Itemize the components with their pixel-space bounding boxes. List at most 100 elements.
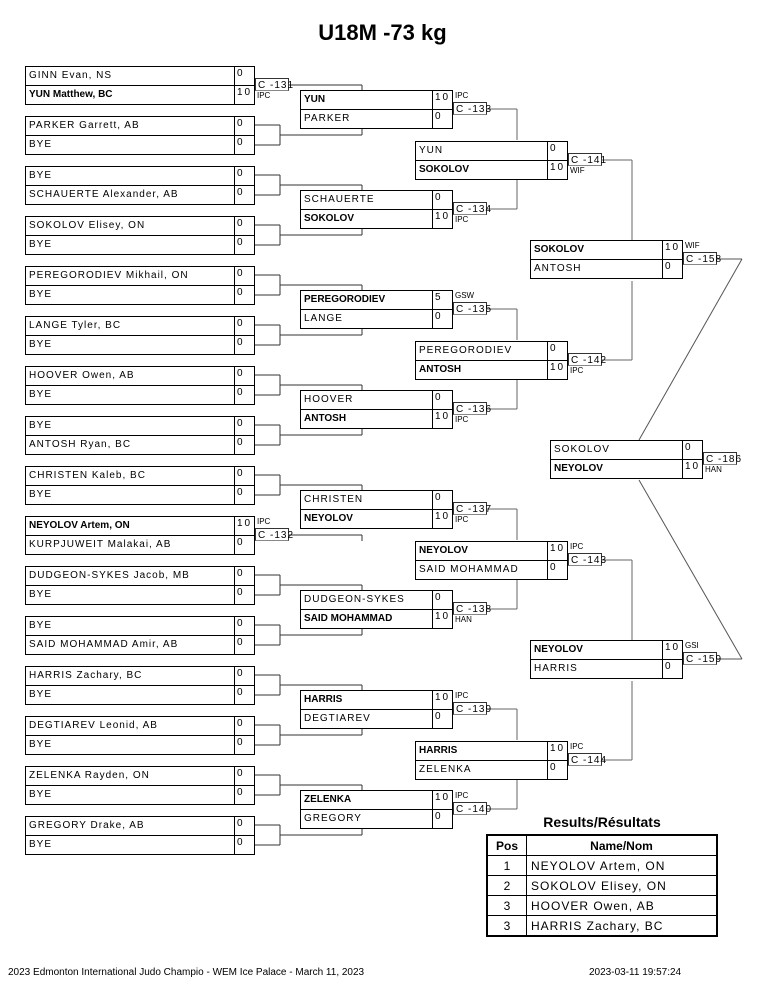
competitor-name: BYE bbox=[29, 589, 53, 600]
competitor-score: 0 bbox=[234, 617, 254, 635]
competitor-score: 0 bbox=[662, 260, 682, 279]
competitor-score: 0 bbox=[432, 191, 452, 209]
competitor-score: 10 bbox=[432, 210, 452, 229]
connector-line bbox=[638, 258, 743, 441]
win-code: WIF bbox=[685, 241, 700, 250]
competitor-score: 0 bbox=[234, 117, 254, 135]
competitor-score: 0 bbox=[432, 491, 452, 509]
competitor-name: ZELENKA Rayden, ON bbox=[29, 770, 150, 781]
competitor-score: 10 bbox=[432, 91, 452, 109]
competitor-name: SAID MOHAMMAD bbox=[419, 564, 519, 575]
contest-number: C -138 bbox=[453, 602, 491, 615]
competitor-name: PARKER Garrett, AB bbox=[29, 120, 140, 131]
competitor-name: YUN Matthew, BC bbox=[29, 89, 113, 100]
competitor-row: BYE 0 bbox=[26, 686, 254, 705]
competitor-score: 0 bbox=[432, 810, 452, 829]
competitor-score: 10 bbox=[662, 241, 682, 259]
competitor-name: YUN bbox=[419, 145, 444, 156]
competitor-name: DUDGEON-SYKES Jacob, MB bbox=[29, 570, 190, 581]
competitor-name: HARRIS bbox=[534, 663, 578, 674]
competitor-row: PEREGORODIEV 5 bbox=[301, 291, 452, 310]
competitor-score: 0 bbox=[432, 591, 452, 609]
competitor-score: 10 bbox=[662, 641, 682, 659]
results-row: 3 HOOVER Owen, AB bbox=[486, 895, 718, 916]
contest-number: C -141 bbox=[568, 153, 606, 166]
competitor-score: 10 bbox=[432, 691, 452, 709]
contest-number: C -131 bbox=[255, 78, 293, 91]
competitor-name: DUDGEON-SYKES bbox=[304, 594, 405, 605]
competitor-name: ZELENKA bbox=[304, 794, 352, 805]
contest-number: C -159 bbox=[683, 652, 721, 665]
competitor-name: BYE bbox=[29, 420, 53, 431]
competitor-score: 10 bbox=[234, 517, 254, 535]
competitor-name: BYE bbox=[29, 689, 53, 700]
competitor-name: SAID MOHAMMAD bbox=[304, 613, 393, 624]
competitor-score: 0 bbox=[662, 660, 682, 679]
competitor-score: 0 bbox=[234, 267, 254, 285]
competitor-score: 0 bbox=[547, 761, 567, 780]
competitor-score: 0 bbox=[234, 67, 254, 85]
results-pos: 1 bbox=[486, 855, 527, 876]
competitor-score: 0 bbox=[432, 710, 452, 729]
competitor-row: SCHAUERTE 0 bbox=[301, 191, 452, 210]
win-code: IPC bbox=[257, 91, 271, 100]
competitor-score: 0 bbox=[234, 386, 254, 405]
competitor-name: DEGTIAREV bbox=[304, 713, 371, 724]
competitor-name: HARRIS Zachary, BC bbox=[29, 670, 143, 681]
competitor-name: BYE bbox=[29, 620, 53, 631]
contest-number: C -134 bbox=[453, 202, 491, 215]
competitor-score: 5 bbox=[432, 291, 452, 309]
win-code: HAN bbox=[705, 465, 722, 474]
competitor-score: 10 bbox=[547, 542, 567, 560]
footer-event: 2023 Edmonton International Judo Champio… bbox=[8, 967, 365, 978]
competitor-name: SCHAUERTE bbox=[304, 194, 375, 205]
competitor-name: SOKOLOV bbox=[554, 444, 610, 455]
competitor-name: NEYOLOV bbox=[419, 545, 468, 556]
results-header-name: Name/Nom bbox=[526, 834, 718, 856]
competitor-name: DEGTIAREV Leonid, AB bbox=[29, 720, 158, 731]
competitor-score: 10 bbox=[547, 161, 567, 180]
competitor-score: 10 bbox=[682, 460, 702, 479]
competitor-name: PEREGORODIEV bbox=[304, 294, 386, 305]
competitor-score: 0 bbox=[234, 686, 254, 705]
competitor-name: SOKOLOV bbox=[304, 213, 355, 224]
results-name: HOOVER Owen, AB bbox=[526, 895, 718, 916]
results-pos: 2 bbox=[486, 875, 527, 896]
contest-number: C -135 bbox=[453, 302, 491, 315]
competitor-name: PEREGORODIEV bbox=[419, 345, 513, 356]
competitor-name: NEYOLOV bbox=[554, 463, 603, 474]
competitor-name: NEYOLOV Artem, ON bbox=[29, 520, 130, 531]
competitor-name: PEREGORODIEV Mikhail, ON bbox=[29, 270, 189, 281]
results-name: SOKOLOV Elisey, ON bbox=[526, 875, 718, 896]
competitor-score: 0 bbox=[234, 436, 254, 455]
win-code: IPC bbox=[570, 366, 584, 375]
competitor-name: SAID MOHAMMAD Amir, AB bbox=[29, 639, 179, 650]
competitor-score: 0 bbox=[234, 136, 254, 155]
